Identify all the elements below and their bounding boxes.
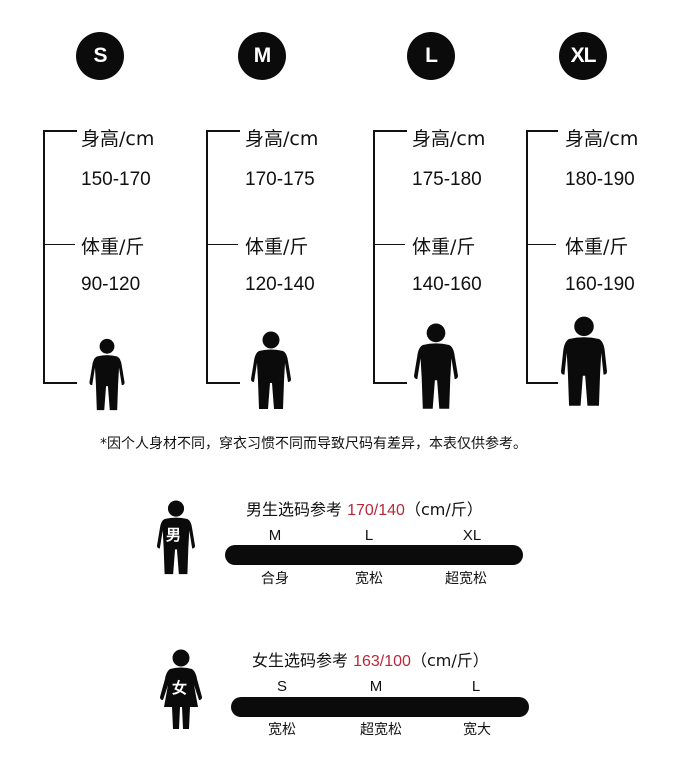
bracket-tick-xl bbox=[528, 244, 556, 245]
bracket-tick-l bbox=[375, 244, 405, 245]
weight-value-l: 140-160 bbox=[412, 274, 482, 295]
bracket-xl bbox=[526, 130, 558, 384]
person-icon-m bbox=[251, 331, 291, 409]
size-badge-m: M bbox=[238, 32, 286, 80]
size-badge-s: S bbox=[76, 32, 124, 80]
female-size-2: L bbox=[471, 678, 481, 695]
female-size-1: M bbox=[369, 678, 383, 695]
female-person-icon bbox=[160, 649, 202, 729]
female-guide-title: 女生选码参考 163/100（cm/斤） bbox=[252, 647, 489, 671]
male-person-icon bbox=[157, 500, 195, 575]
person-icon-l bbox=[414, 323, 458, 409]
weight-label-s: 体重/斤 bbox=[81, 236, 145, 258]
male-size-1: L bbox=[364, 527, 374, 544]
bracket-m bbox=[206, 130, 240, 384]
height-value-m: 170-175 bbox=[245, 169, 315, 190]
female-fit-2: 宽大 bbox=[463, 722, 491, 738]
weight-value-m: 120-140 bbox=[245, 274, 315, 295]
male-size-2: XL bbox=[462, 527, 482, 544]
male-guide-ref: 170/140 bbox=[347, 502, 405, 519]
male-fit-1: 宽松 bbox=[355, 571, 383, 587]
weight-label-l: 体重/斤 bbox=[412, 236, 476, 258]
male-guide-title: 男生选码参考 170/140（cm/斤） bbox=[246, 496, 483, 520]
size-badge-l: L bbox=[407, 32, 455, 80]
male-guide-title-text: 男生选码参考 bbox=[246, 500, 343, 519]
bracket-l bbox=[373, 130, 407, 384]
female-guide-title-text: 女生选码参考 bbox=[252, 651, 349, 670]
female-size-0: S bbox=[276, 678, 288, 695]
disclaimer-note: *因个人身材不同，穿衣习惯不同而导致尺码有差异，本表仅供参考。 bbox=[100, 436, 527, 452]
person-icon-s bbox=[89, 338, 125, 411]
weight-label-xl: 体重/斤 bbox=[565, 236, 629, 258]
size-badge-xl: XL bbox=[559, 32, 607, 80]
male-guide-unit: （cm/斤） bbox=[404, 500, 483, 519]
height-label-s: 身高/cm bbox=[81, 128, 155, 150]
bracket-tick-s bbox=[45, 244, 75, 245]
male-icon-char: 男 bbox=[166, 526, 182, 544]
female-guide-unit: （cm/斤） bbox=[410, 651, 489, 670]
female-guide-ref: 163/100 bbox=[353, 653, 411, 670]
height-label-xl: 身高/cm bbox=[565, 128, 639, 150]
bracket-tick-m bbox=[208, 244, 238, 245]
height-value-l: 175-180 bbox=[412, 169, 482, 190]
height-value-s: 150-170 bbox=[81, 169, 151, 190]
weight-value-xl: 160-190 bbox=[565, 274, 635, 295]
weight-label-m: 体重/斤 bbox=[245, 236, 309, 258]
female-fit-0: 宽松 bbox=[268, 722, 296, 738]
female-fit-1: 超宽松 bbox=[360, 722, 402, 738]
female-size-bar bbox=[231, 697, 529, 717]
height-label-l: 身高/cm bbox=[412, 128, 486, 150]
female-icon-char: 女 bbox=[172, 679, 188, 697]
male-fit-2: 超宽松 bbox=[445, 571, 487, 587]
height-label-m: 身高/cm bbox=[245, 128, 319, 150]
male-fit-0: 合身 bbox=[261, 571, 289, 587]
height-value-xl: 180-190 bbox=[565, 169, 635, 190]
weight-value-s: 90-120 bbox=[81, 274, 141, 295]
male-size-bar bbox=[225, 545, 523, 565]
bracket-s bbox=[43, 130, 77, 384]
male-size-0: M bbox=[268, 527, 282, 544]
person-icon-xl bbox=[561, 316, 607, 406]
